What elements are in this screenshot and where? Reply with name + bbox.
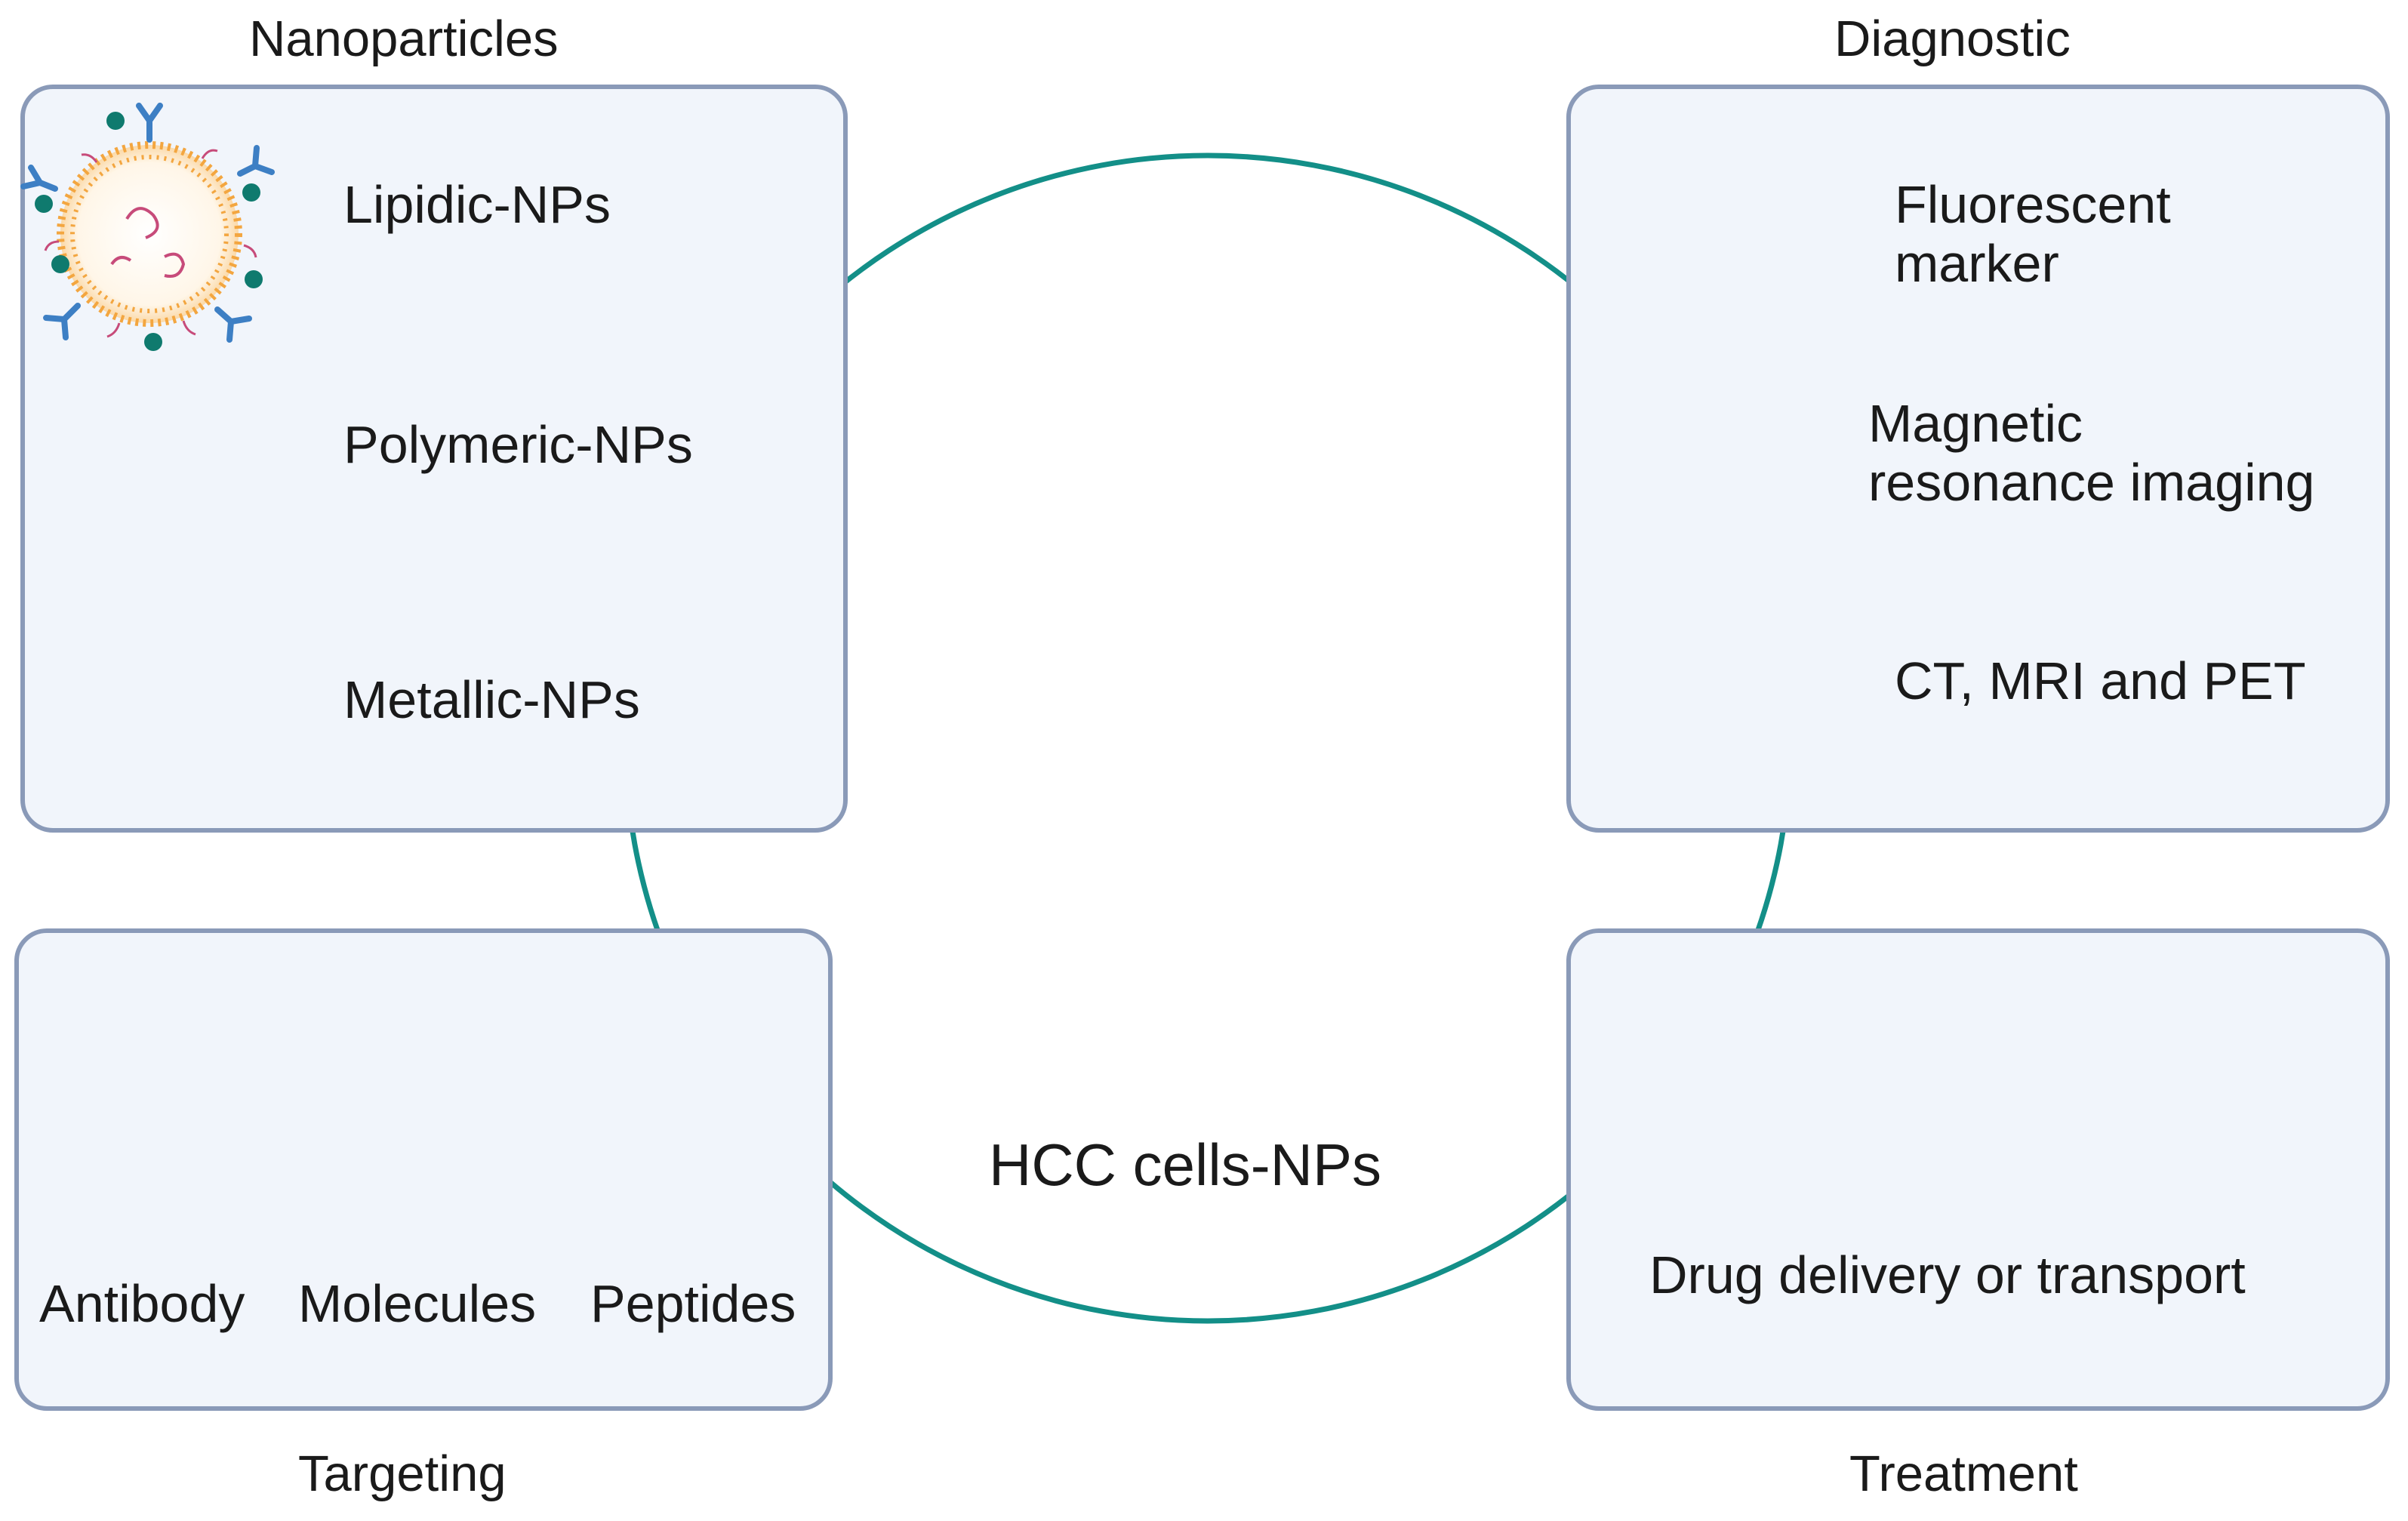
metallic-nps-label: Metallic-NPs bbox=[343, 670, 640, 729]
fluorescent-label-line1: Fluorescent bbox=[1895, 175, 2171, 234]
drug-delivery-label: Drug delivery or transport bbox=[1649, 1245, 2246, 1304]
mri-label: Magnetic resonance imaging bbox=[1868, 394, 2314, 513]
diagnostic-panel bbox=[1566, 85, 2390, 833]
lipidic-nps-label: Lipidic-NPs bbox=[343, 175, 611, 234]
mri-label-line1: Magnetic bbox=[1868, 394, 2083, 453]
treatment-panel bbox=[1566, 928, 2390, 1411]
peptides-label: Peptides bbox=[590, 1274, 796, 1333]
molecules-label: Molecules bbox=[298, 1274, 537, 1333]
mri-label-line2: resonance imaging bbox=[1868, 453, 2315, 513]
targeting-title: Targeting bbox=[298, 1446, 507, 1502]
treatment-title: Treatment bbox=[1849, 1446, 2078, 1502]
targeting-panel bbox=[14, 928, 833, 1411]
fluorescent-label-line2: marker bbox=[1895, 234, 2059, 294]
center-label: HCC cells-NPs bbox=[989, 1132, 1382, 1198]
fluorescent-marker-label: Fluorescent marker bbox=[1895, 175, 2171, 294]
lipidic-nanoparticle-icon bbox=[20, 103, 275, 351]
ct-mri-pet-label: CT, MRI and PET bbox=[1895, 651, 2306, 710]
polymeric-nps-label: Polymeric-NPs bbox=[343, 415, 693, 474]
antibody-label: Antibody bbox=[39, 1274, 245, 1333]
nanoparticles-title: Nanoparticles bbox=[249, 11, 559, 67]
diagnostic-title: Diagnostic bbox=[1834, 11, 2071, 67]
